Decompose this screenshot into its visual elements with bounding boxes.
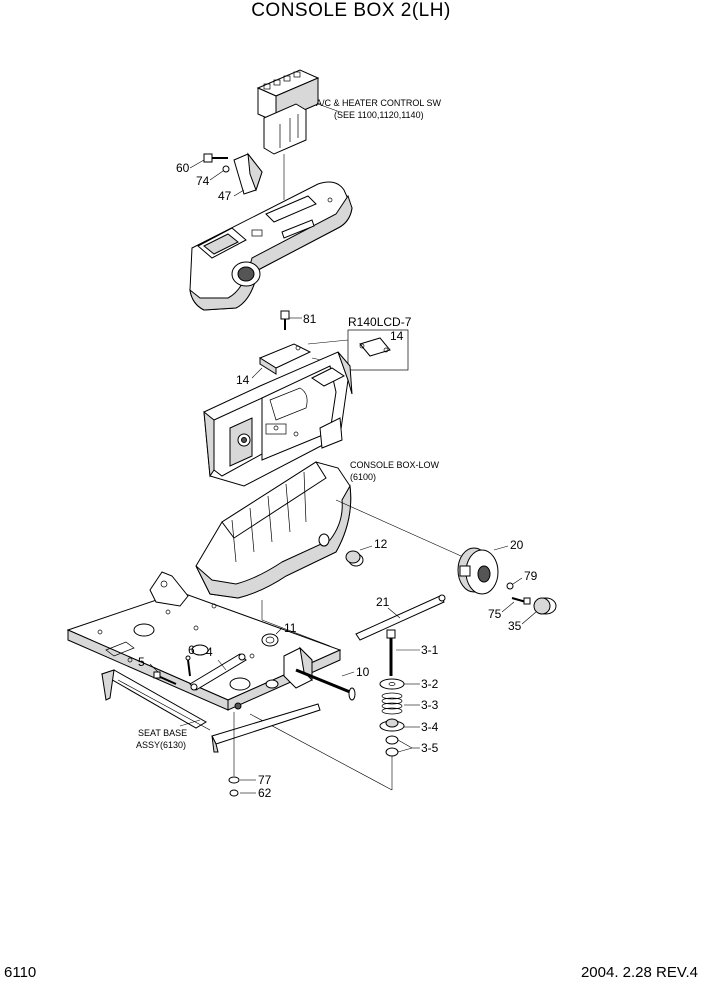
part-label-3-5: 3-5 [421,741,439,755]
ac-heater-label-line2: (SEE 1100,1120,1140) [334,110,424,120]
console-box-low-label-line1: CONSOLE BOX-LOW [350,460,440,470]
part-label-74: 74 [196,174,210,188]
ac-heater-control-switch [256,69,320,155]
console-upper-cover [189,181,353,311]
pin-6 [185,655,191,677]
part-label-3-1: 3-1 [421,643,439,657]
bolt-60 [203,153,228,163]
screw-75 [511,597,531,605]
washer-77 [228,776,240,784]
r140lcd-inset-box [347,329,409,371]
screw-81 [280,310,290,330]
washer-74 [222,165,230,173]
part-label-21: 21 [376,595,390,609]
page-title: CONSOLE BOX 2(LH) [251,0,451,21]
part-label-77: 77 [258,773,272,787]
bracket-14 [258,343,312,375]
part-label-11: 11 [284,621,297,635]
seat-base-label-line2: ASSY(6130) [136,740,186,750]
cap-35 [533,597,557,615]
part-label-3-4: 3-4 [421,720,439,734]
ring-11 [261,633,279,647]
part-label-60: 60 [176,161,190,175]
part-label-6: 6 [188,643,195,657]
bolt-5 [153,671,177,685]
washer-79 [506,582,514,590]
console-box-low-label-line2: (6100) [350,472,376,482]
washer-3-4 [379,718,405,732]
seat-base-label-line1: SEAT BASE [138,728,187,738]
shaft-10 [295,668,356,701]
nut-3-5 [385,735,399,757]
nut-62 [229,789,239,797]
knob-47 [233,152,263,195]
part-label-20: 20 [510,538,524,552]
part-label-12: 12 [374,537,388,551]
part-label-47: 47 [218,189,232,203]
link-4 [189,653,247,691]
part-label-79: 79 [524,569,538,583]
r140lcd-label: R140LCD-7 [348,315,412,329]
part-label-3-3: 3-3 [421,698,439,712]
part-label-14: 14 [236,373,250,387]
knob-20 [457,547,499,595]
part-label-81: 81 [303,312,317,326]
console-box-low [195,461,352,599]
lever-bracket [283,646,313,689]
part-label-5: 5 [138,655,145,669]
bracket-14-inset [359,337,391,357]
part-label-62: 62 [258,786,272,800]
washer-3-2 [379,678,405,690]
part-label-35: 35 [508,619,522,633]
part-label-4: 4 [206,645,213,659]
part-label-3-2: 3-2 [421,677,439,691]
part-label-75: 75 [488,607,502,621]
console-inner-frame [203,351,353,487]
seat-base-rails [100,669,321,753]
cap-12 [345,550,364,567]
bolt-3-1 [386,629,396,676]
revision-date: 2004. 2.28 REV.4 [580,964,698,981]
ac-heater-label-line1: A/C & HEATER CONTROL SW [316,98,442,108]
page-number: 6110 [4,964,37,981]
spring-3-3 [381,692,403,715]
part-label-10: 10 [356,665,370,679]
rod-21 [355,594,446,641]
mounting-bracket [149,571,189,607]
part-label-14-inset: 14 [390,329,404,343]
